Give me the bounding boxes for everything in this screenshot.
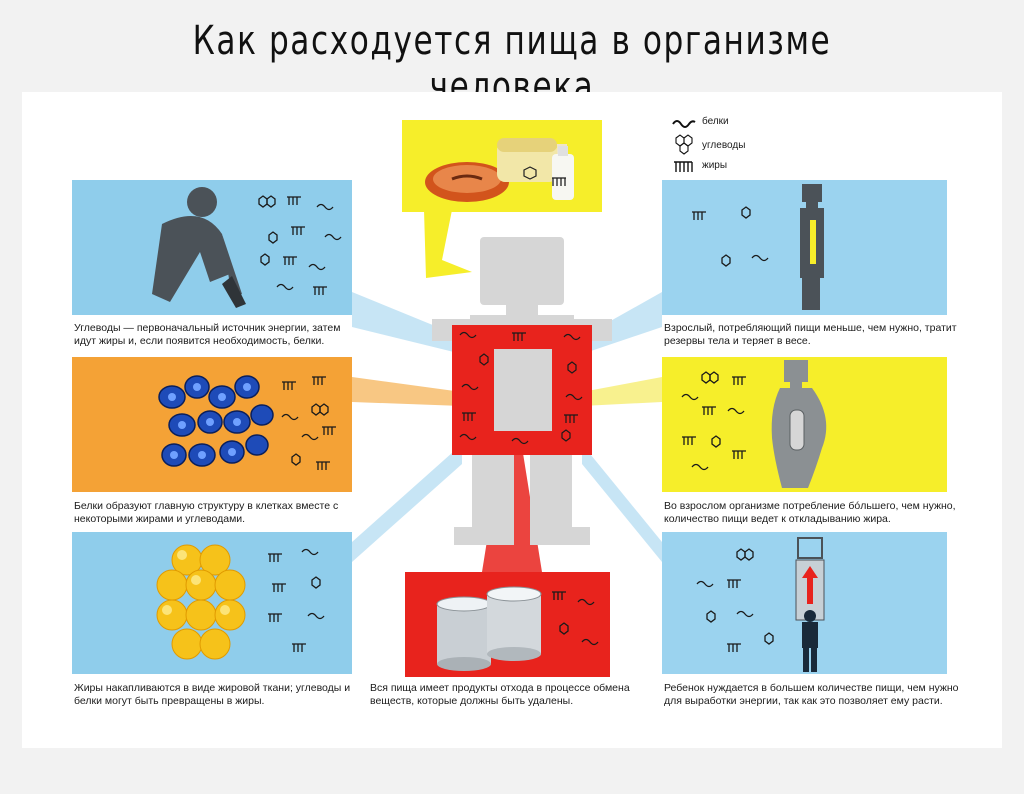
legend-fats: жиры (702, 160, 728, 171)
diagram-sheet: белки углеводы жиры (22, 92, 1002, 748)
structure-caption: Белки образуют главную структуру в клетк… (74, 500, 339, 525)
fat-cells-illustration (156, 544, 246, 660)
energy-nutrients (258, 195, 342, 295)
fat-deposit-caption: Во взрослом организме потребление бóльше… (664, 500, 956, 525)
growth-caption: Ребенок нуждается в большем количестве п… (664, 682, 959, 707)
child-growth-figure (795, 537, 825, 672)
waste-nutrients (552, 591, 599, 646)
fat-deposit-nutrients (681, 371, 746, 471)
weight-loss-nutrients (692, 206, 769, 267)
central-body-figure (432, 237, 612, 545)
waste-caption: Вся пища имеет продукты отхода в процесс… (370, 682, 630, 707)
carb-legend-icon (675, 134, 693, 155)
worker-figure (152, 187, 246, 308)
overweight-figure (771, 360, 827, 488)
thin-figure (800, 184, 824, 310)
legend-proteins: белки (702, 116, 729, 127)
cells-illustration (158, 375, 274, 467)
protein-legend-icon (672, 120, 696, 128)
food-speech-tail (424, 210, 472, 278)
food-illustration (425, 138, 574, 202)
growth-nutrients (696, 548, 774, 652)
page-title: Как расходуется пища в организме человек… (192, 18, 832, 110)
energy-caption: Углеводы — первоначальный источник энерг… (74, 322, 341, 347)
fat-storage-nutrients (268, 548, 325, 652)
legend-carbs: углеводы (702, 140, 746, 151)
structure-nutrients (281, 376, 336, 470)
fat-storage-caption: Жиры накапливаются в виде жировой ткани;… (74, 682, 351, 707)
fat-legend-icon (674, 161, 693, 172)
weight-loss-caption: Взрослый, потребляющий пищи меньше, чем … (664, 322, 957, 347)
waste-containers (436, 586, 542, 671)
